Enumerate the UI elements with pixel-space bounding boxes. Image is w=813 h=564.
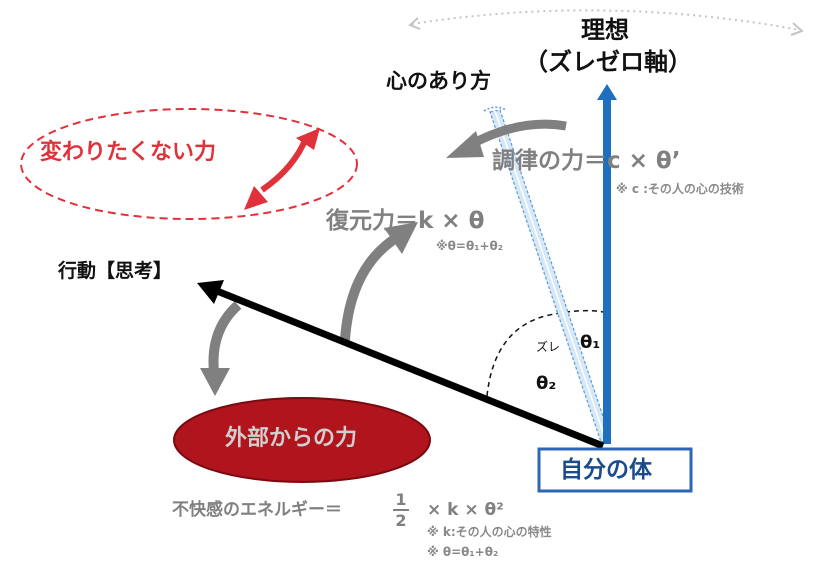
resist-change-ellipse bbox=[20, 108, 358, 220]
external-force-ellipse bbox=[173, 397, 431, 483]
deviation-label: ズレ bbox=[536, 340, 561, 354]
regulating-note: ※ c :その人の心の技術 bbox=[616, 182, 744, 196]
restoring-note: ※θ=θ₁+θ₂ bbox=[436, 239, 504, 253]
external-push-arrow-icon bbox=[200, 301, 242, 396]
energy-note-2: ※ θ=θ₁+θ₂ bbox=[427, 545, 499, 559]
regulating-arrow-icon bbox=[446, 119, 567, 158]
restoring-arrow-icon bbox=[340, 222, 418, 341]
top-swing-arrow-icon bbox=[408, 9, 804, 36]
mind-state-bar bbox=[483, 106, 612, 443]
resist-change-label: 変わりたくない力 bbox=[40, 140, 217, 165]
theta2-label: θ₂ bbox=[536, 373, 557, 394]
self-body-label: 自分の体 bbox=[560, 457, 652, 483]
mind-state-label: 心のあり方 bbox=[386, 69, 491, 93]
energy-note-1: ※ k:その人の心の特性 bbox=[427, 525, 552, 539]
regulating-force-label: 調律の力＝c × θ’ bbox=[492, 148, 681, 174]
theta1-label: θ₁ bbox=[580, 332, 601, 353]
action-arrow-icon bbox=[197, 280, 605, 450]
ideal-line2: （ズレゼロ軸） bbox=[524, 48, 692, 76]
angle-arc bbox=[486, 309, 604, 397]
external-force-label: 外部からの力 bbox=[225, 426, 358, 451]
ideal-axis-arrow-icon bbox=[597, 84, 617, 444]
ideal-title: 理想 （ズレゼロ軸） bbox=[524, 16, 692, 74]
ideal-line1: 理想 bbox=[581, 16, 629, 44]
action-label: 行動【思考】 bbox=[58, 260, 173, 282]
fraction-numerator: 1 bbox=[395, 490, 407, 509]
restoring-force-label: 復元力＝k × θ bbox=[326, 208, 485, 234]
energy-formula-suffix: × k × θ² bbox=[427, 500, 504, 520]
self-body-box bbox=[537, 447, 693, 493]
fraction-denominator: 2 bbox=[395, 511, 407, 530]
energy-formula-prefix: 不快感のエネルギー＝ bbox=[172, 500, 342, 520]
red-double-arrow-icon bbox=[244, 128, 320, 210]
